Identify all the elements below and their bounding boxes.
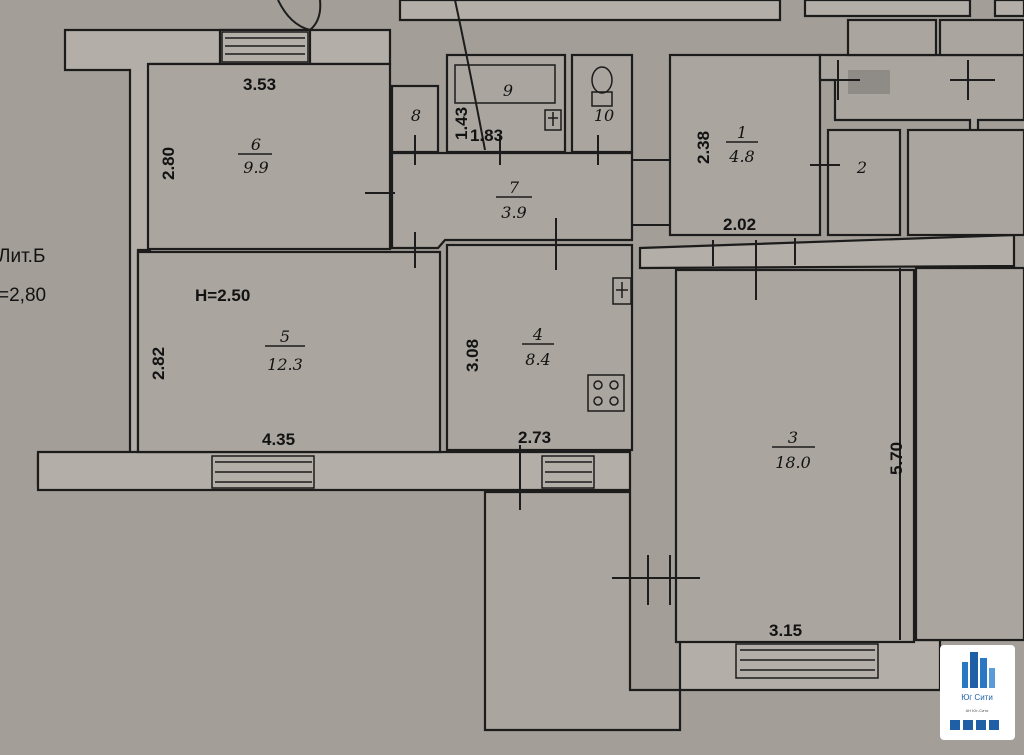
- neighbor-room-5: [914, 266, 1024, 642]
- inner-height-label: H=2.50: [195, 286, 250, 305]
- room-5-area: 12.3: [267, 355, 303, 374]
- room-5-number: 5: [280, 327, 290, 346]
- room-7-number: 7: [509, 178, 520, 197]
- room-6-number: 6: [251, 135, 261, 154]
- room-2-number: 2: [856, 158, 867, 177]
- room-7-area: 3.9: [501, 203, 526, 222]
- side-labels: Лит.Б =2,80 H=2.50: [0, 246, 250, 306]
- fixtures: [454, 64, 890, 412]
- dim-r5-width: 4.35: [262, 430, 295, 449]
- bath-sink-icon: [544, 109, 562, 131]
- logo-badge-icon: [976, 720, 986, 730]
- neighbor-room-2: [906, 128, 1024, 237]
- dim-r3-height: 5.70: [887, 442, 906, 475]
- dim-r1-width: 2.02: [723, 215, 756, 234]
- room-1: [668, 53, 822, 237]
- room-5: [136, 250, 442, 454]
- room-6: [146, 62, 392, 251]
- room-4-area: 8.4: [525, 350, 550, 369]
- room-4: [445, 243, 634, 452]
- dim-r4-height: 3.08: [463, 339, 482, 372]
- dim-r6-width: 3.53: [243, 75, 276, 94]
- dim-r1-height: 2.38: [694, 131, 713, 164]
- lit-label: Лит.Б: [0, 246, 45, 267]
- balcony: [483, 490, 682, 732]
- room-9-number: 9: [503, 81, 513, 100]
- bathtub: [454, 64, 556, 104]
- top-structures: [277, 0, 1024, 32]
- logo-badge-icon: [963, 720, 973, 730]
- room-3-number: 3: [788, 428, 798, 447]
- room-2: [826, 128, 902, 237]
- logo-badge-icon: [989, 720, 999, 730]
- dim-r9-height: 1.43: [452, 107, 471, 140]
- dim-r3-width: 3.15: [769, 621, 802, 640]
- logo-badge-icon: [950, 720, 960, 730]
- neighbor-room-4: [938, 18, 1024, 57]
- dim-r5-height: 2.82: [149, 347, 168, 380]
- door-marks: [365, 0, 995, 640]
- agency-logo: Юг Сити АН Юг-Сити: [940, 645, 1015, 740]
- dim-r7-width: 1.83: [470, 126, 503, 145]
- outer-walls: [36, 28, 1016, 692]
- dimension-labels: 3.53 2.80 2.82 4.35 3.08 2.73 1.43 1.83 …: [149, 75, 906, 640]
- kitchen-sink-icon: [612, 277, 632, 305]
- stove-icon: [587, 374, 625, 412]
- rooms: [136, 18, 1024, 732]
- room-3-area: 18.0: [775, 453, 811, 472]
- room-4-number: 4: [532, 325, 543, 344]
- dim-r4-width: 2.73: [518, 428, 551, 447]
- logo-tagline: АН Юг-Сити: [966, 708, 989, 713]
- room-8-number: 8: [411, 106, 421, 125]
- room-6-area: 9.9: [243, 158, 268, 177]
- neighbor-room-3: [846, 18, 938, 57]
- outer-height-label: =2,80: [0, 285, 46, 306]
- room-1-number: 1: [737, 123, 747, 142]
- windows: [211, 31, 879, 679]
- room-3: [674, 268, 916, 644]
- room-7: [390, 151, 634, 250]
- room-10: [570, 53, 634, 154]
- redacted-patch: [848, 70, 890, 94]
- room-1-area: 4.8: [728, 147, 754, 166]
- room-labels: 6 9.9 5 12.3 4 8.4 7 3.9 1 4.8 3 18.0 8 …: [238, 81, 867, 472]
- dim-r6-height: 2.80: [159, 147, 178, 180]
- toilet-icon: [591, 66, 613, 94]
- room-10-number: 10: [594, 106, 614, 125]
- logo-brand: Юг Сити: [961, 693, 993, 702]
